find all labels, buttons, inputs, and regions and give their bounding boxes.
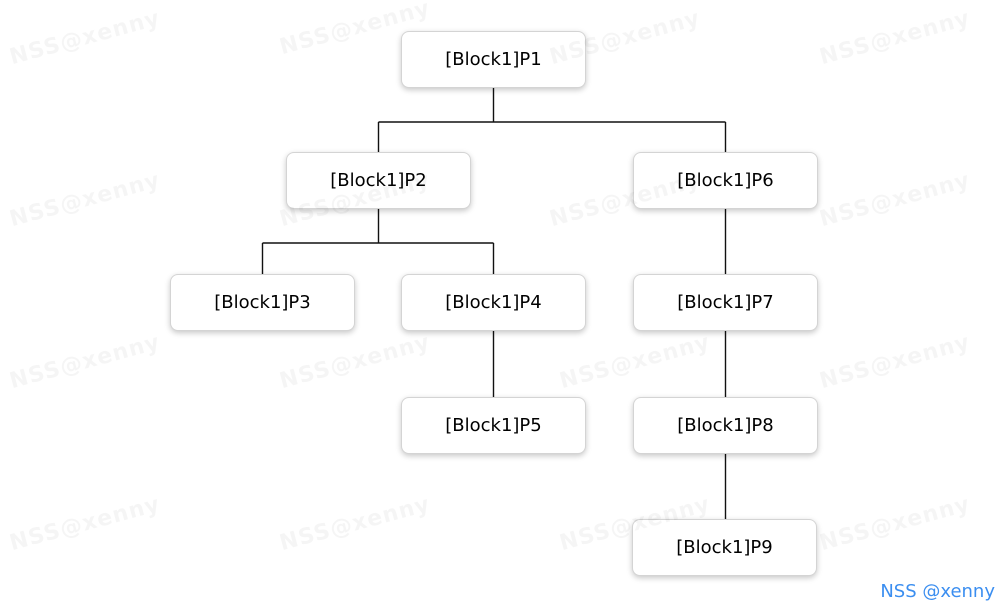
- node-block1-p4[interactable]: [Block1]P4: [401, 274, 586, 331]
- node-label: [Block1]P6: [677, 170, 774, 191]
- node-block1-p8[interactable]: [Block1]P8: [633, 397, 818, 454]
- tree-edge-paths: [261, 88, 727, 519]
- node-block1-p3[interactable]: [Block1]P3: [170, 274, 355, 331]
- node-block1-p7[interactable]: [Block1]P7: [633, 274, 818, 331]
- node-block1-p9[interactable]: [Block1]P9: [632, 519, 817, 576]
- credit-text: NSS @xenny: [880, 581, 995, 602]
- node-label: [Block1]P5: [445, 415, 542, 436]
- node-block1-p1[interactable]: [Block1]P1: [401, 31, 586, 88]
- node-block1-p6[interactable]: [Block1]P6: [633, 152, 818, 209]
- node-label: [Block1]P3: [214, 292, 311, 313]
- node-label: [Block1]P8: [677, 415, 774, 436]
- node-label: [Block1]P1: [445, 49, 542, 70]
- node-label: [Block1]P2: [330, 170, 427, 191]
- node-block1-p5[interactable]: [Block1]P5: [401, 397, 586, 454]
- node-label: [Block1]P9: [676, 537, 773, 558]
- node-label: [Block1]P4: [445, 292, 542, 313]
- node-block1-p2[interactable]: [Block1]P2: [286, 152, 471, 209]
- node-label: [Block1]P7: [677, 292, 774, 313]
